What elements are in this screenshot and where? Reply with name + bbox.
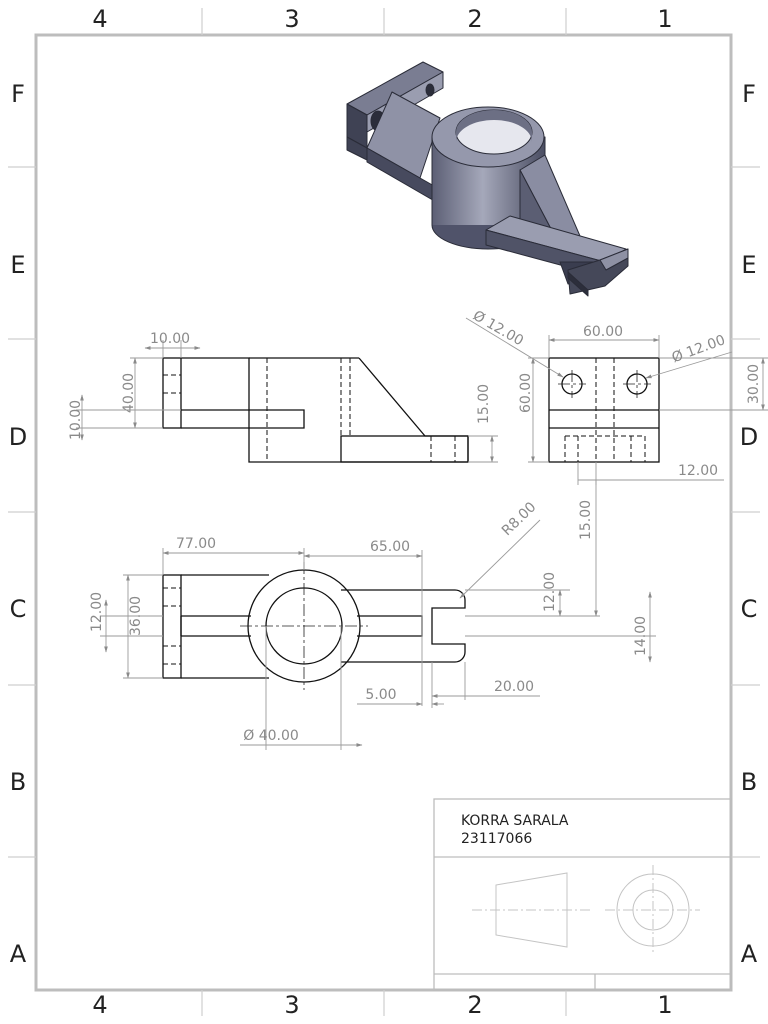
row-labels-right: F E D C B A (740, 80, 758, 968)
row-label: E (741, 251, 756, 279)
dim-label: 10.00 (150, 331, 190, 347)
column-label: 4 (92, 991, 107, 1019)
dim-label: 30.00 (746, 364, 762, 404)
column-label: 1 (657, 991, 672, 1019)
dim-label: 12.00 (542, 572, 558, 612)
front-arm (181, 409, 305, 429)
student-id: 23117066 (461, 831, 532, 847)
front-view: 10.00 40.00 10.00 15.00 (68, 331, 498, 463)
row-label: A (10, 940, 27, 968)
dim-label: 60.00 (518, 373, 534, 413)
dim-label: 20.00 (494, 679, 534, 695)
row-label: C (10, 595, 27, 623)
row-label: F (11, 80, 25, 108)
dim-label: 15.00 (578, 500, 594, 540)
column-label: 2 (467, 5, 482, 33)
dim-label: 14.00 (633, 616, 649, 656)
hole-callout-left: Ø 12.00 (470, 308, 526, 350)
column-label: 3 (284, 991, 299, 1019)
sheet-frame (8, 8, 760, 1016)
dim-label: 15.00 (476, 384, 492, 424)
designer-name: KORRA SARALA (461, 813, 569, 829)
column-label: 4 (92, 5, 107, 33)
row-label: F (742, 80, 756, 108)
dim-label: Ø 40.00 (243, 728, 299, 744)
title-block: KORRA SARALA 23117066 (433, 798, 732, 991)
side-view: 60.00 60.00 30.00 12.00 Ø 12.00 Ø 12.00 (465, 308, 768, 485)
dim-label: 40.00 (121, 373, 137, 413)
row-label: B (10, 768, 26, 796)
row-label: C (741, 595, 758, 623)
row-label: A (741, 940, 758, 968)
projection-symbol (472, 865, 700, 955)
dim-label: 60.00 (583, 324, 623, 340)
column-label: 1 (657, 5, 672, 33)
dim-label: 65.00 (370, 539, 410, 555)
column-label: 3 (284, 5, 299, 33)
row-label: D (740, 423, 758, 451)
column-labels-top: 4 3 2 1 (92, 5, 672, 33)
dim-label: 12.00 (89, 592, 105, 632)
column-labels-bottom: 4 3 2 1 (92, 991, 672, 1019)
row-label: E (10, 251, 25, 279)
isometric-view (346, 61, 629, 297)
row-labels-left: F E D C B A (9, 80, 27, 968)
dim-label: R8.00 (499, 499, 540, 539)
dim-label: 5.00 (365, 687, 396, 703)
hole-callout-right: Ø 12.00 (670, 332, 728, 366)
dim-label: 77.00 (176, 536, 216, 552)
row-label: D (9, 423, 27, 451)
column-label: 2 (467, 991, 482, 1019)
dim-label: 12.00 (678, 463, 718, 479)
top-view: 77.00 65.00 R8.00 15.00 12.00 36.00 12.0… (89, 480, 656, 750)
row-label: B (741, 768, 757, 796)
dim-label: 10.00 (68, 400, 84, 440)
